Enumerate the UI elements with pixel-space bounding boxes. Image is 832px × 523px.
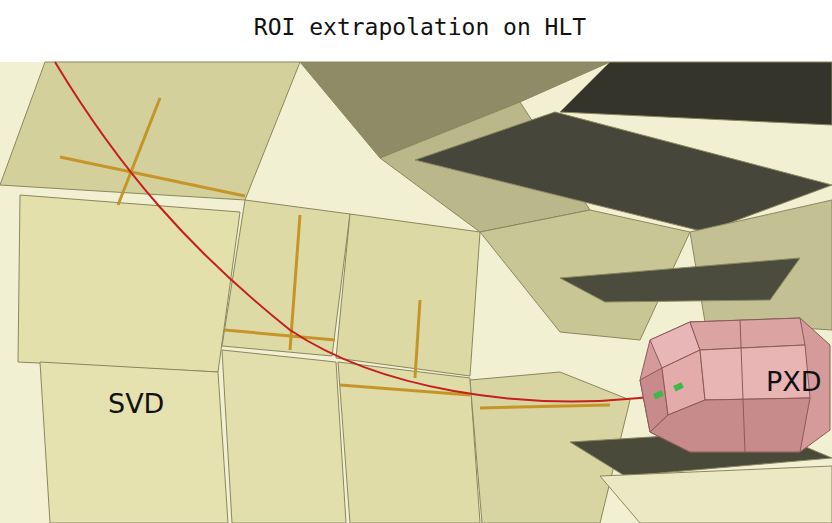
diagram-title: ROI extrapolation on HLT (254, 14, 586, 40)
part-label: SVD (108, 388, 164, 419)
pxd-cylinder (640, 318, 830, 452)
part-label: PXD (766, 366, 822, 397)
track-curve (55, 62, 712, 401)
sensor-strips (60, 98, 610, 408)
ground (0, 62, 832, 523)
svd-sensors (0, 62, 832, 523)
roi-marker (673, 382, 684, 391)
roi-marker (653, 390, 664, 399)
